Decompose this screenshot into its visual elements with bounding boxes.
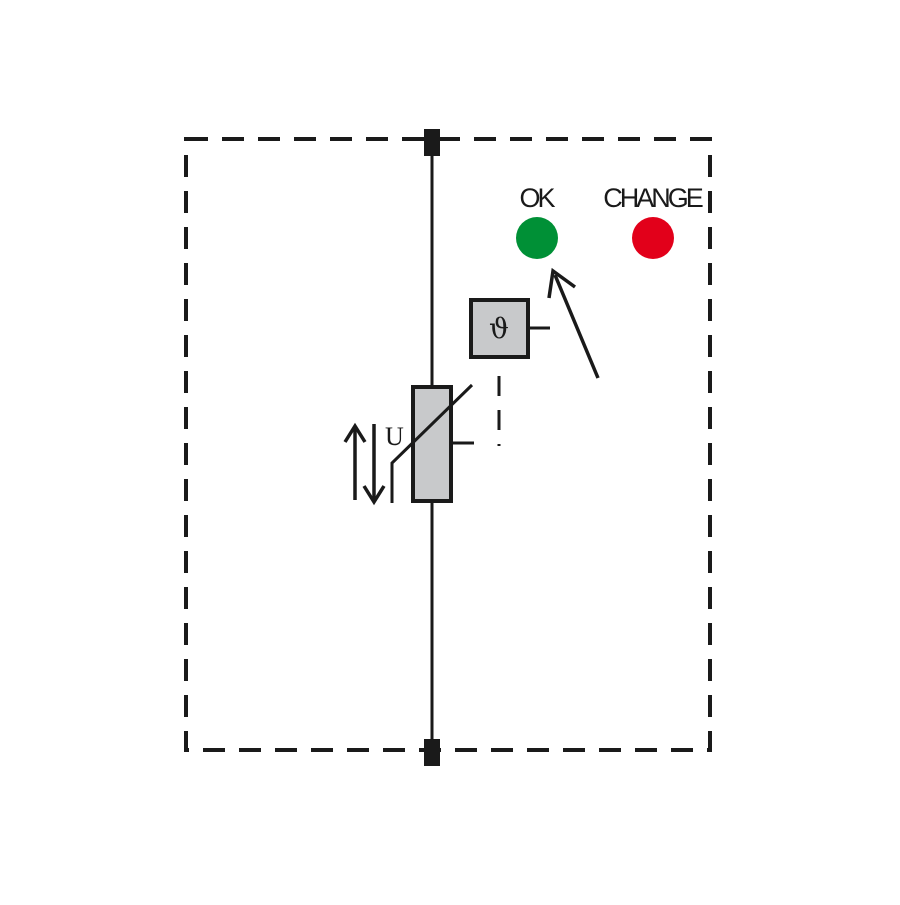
terminal-bottom (424, 739, 440, 766)
voltage-arrows-icon (343, 422, 386, 506)
thermal-disconnector-symbol: ϑ (489, 312, 509, 345)
varistor-nonlinear-line (390, 383, 474, 503)
terminal-top (424, 129, 440, 156)
thermal-disconnector-box (469, 298, 530, 359)
module-enclosure (184, 137, 712, 752)
ok-indicator-light (516, 217, 558, 259)
varistor-body (411, 385, 453, 503)
change-indicator-light (632, 217, 674, 259)
ok-indicator-label: OK (519, 183, 555, 213)
varistor-voltage-label: U (385, 422, 404, 451)
indicator-arrow-icon (547, 267, 600, 379)
change-indicator-label: CHANGE (603, 183, 703, 213)
